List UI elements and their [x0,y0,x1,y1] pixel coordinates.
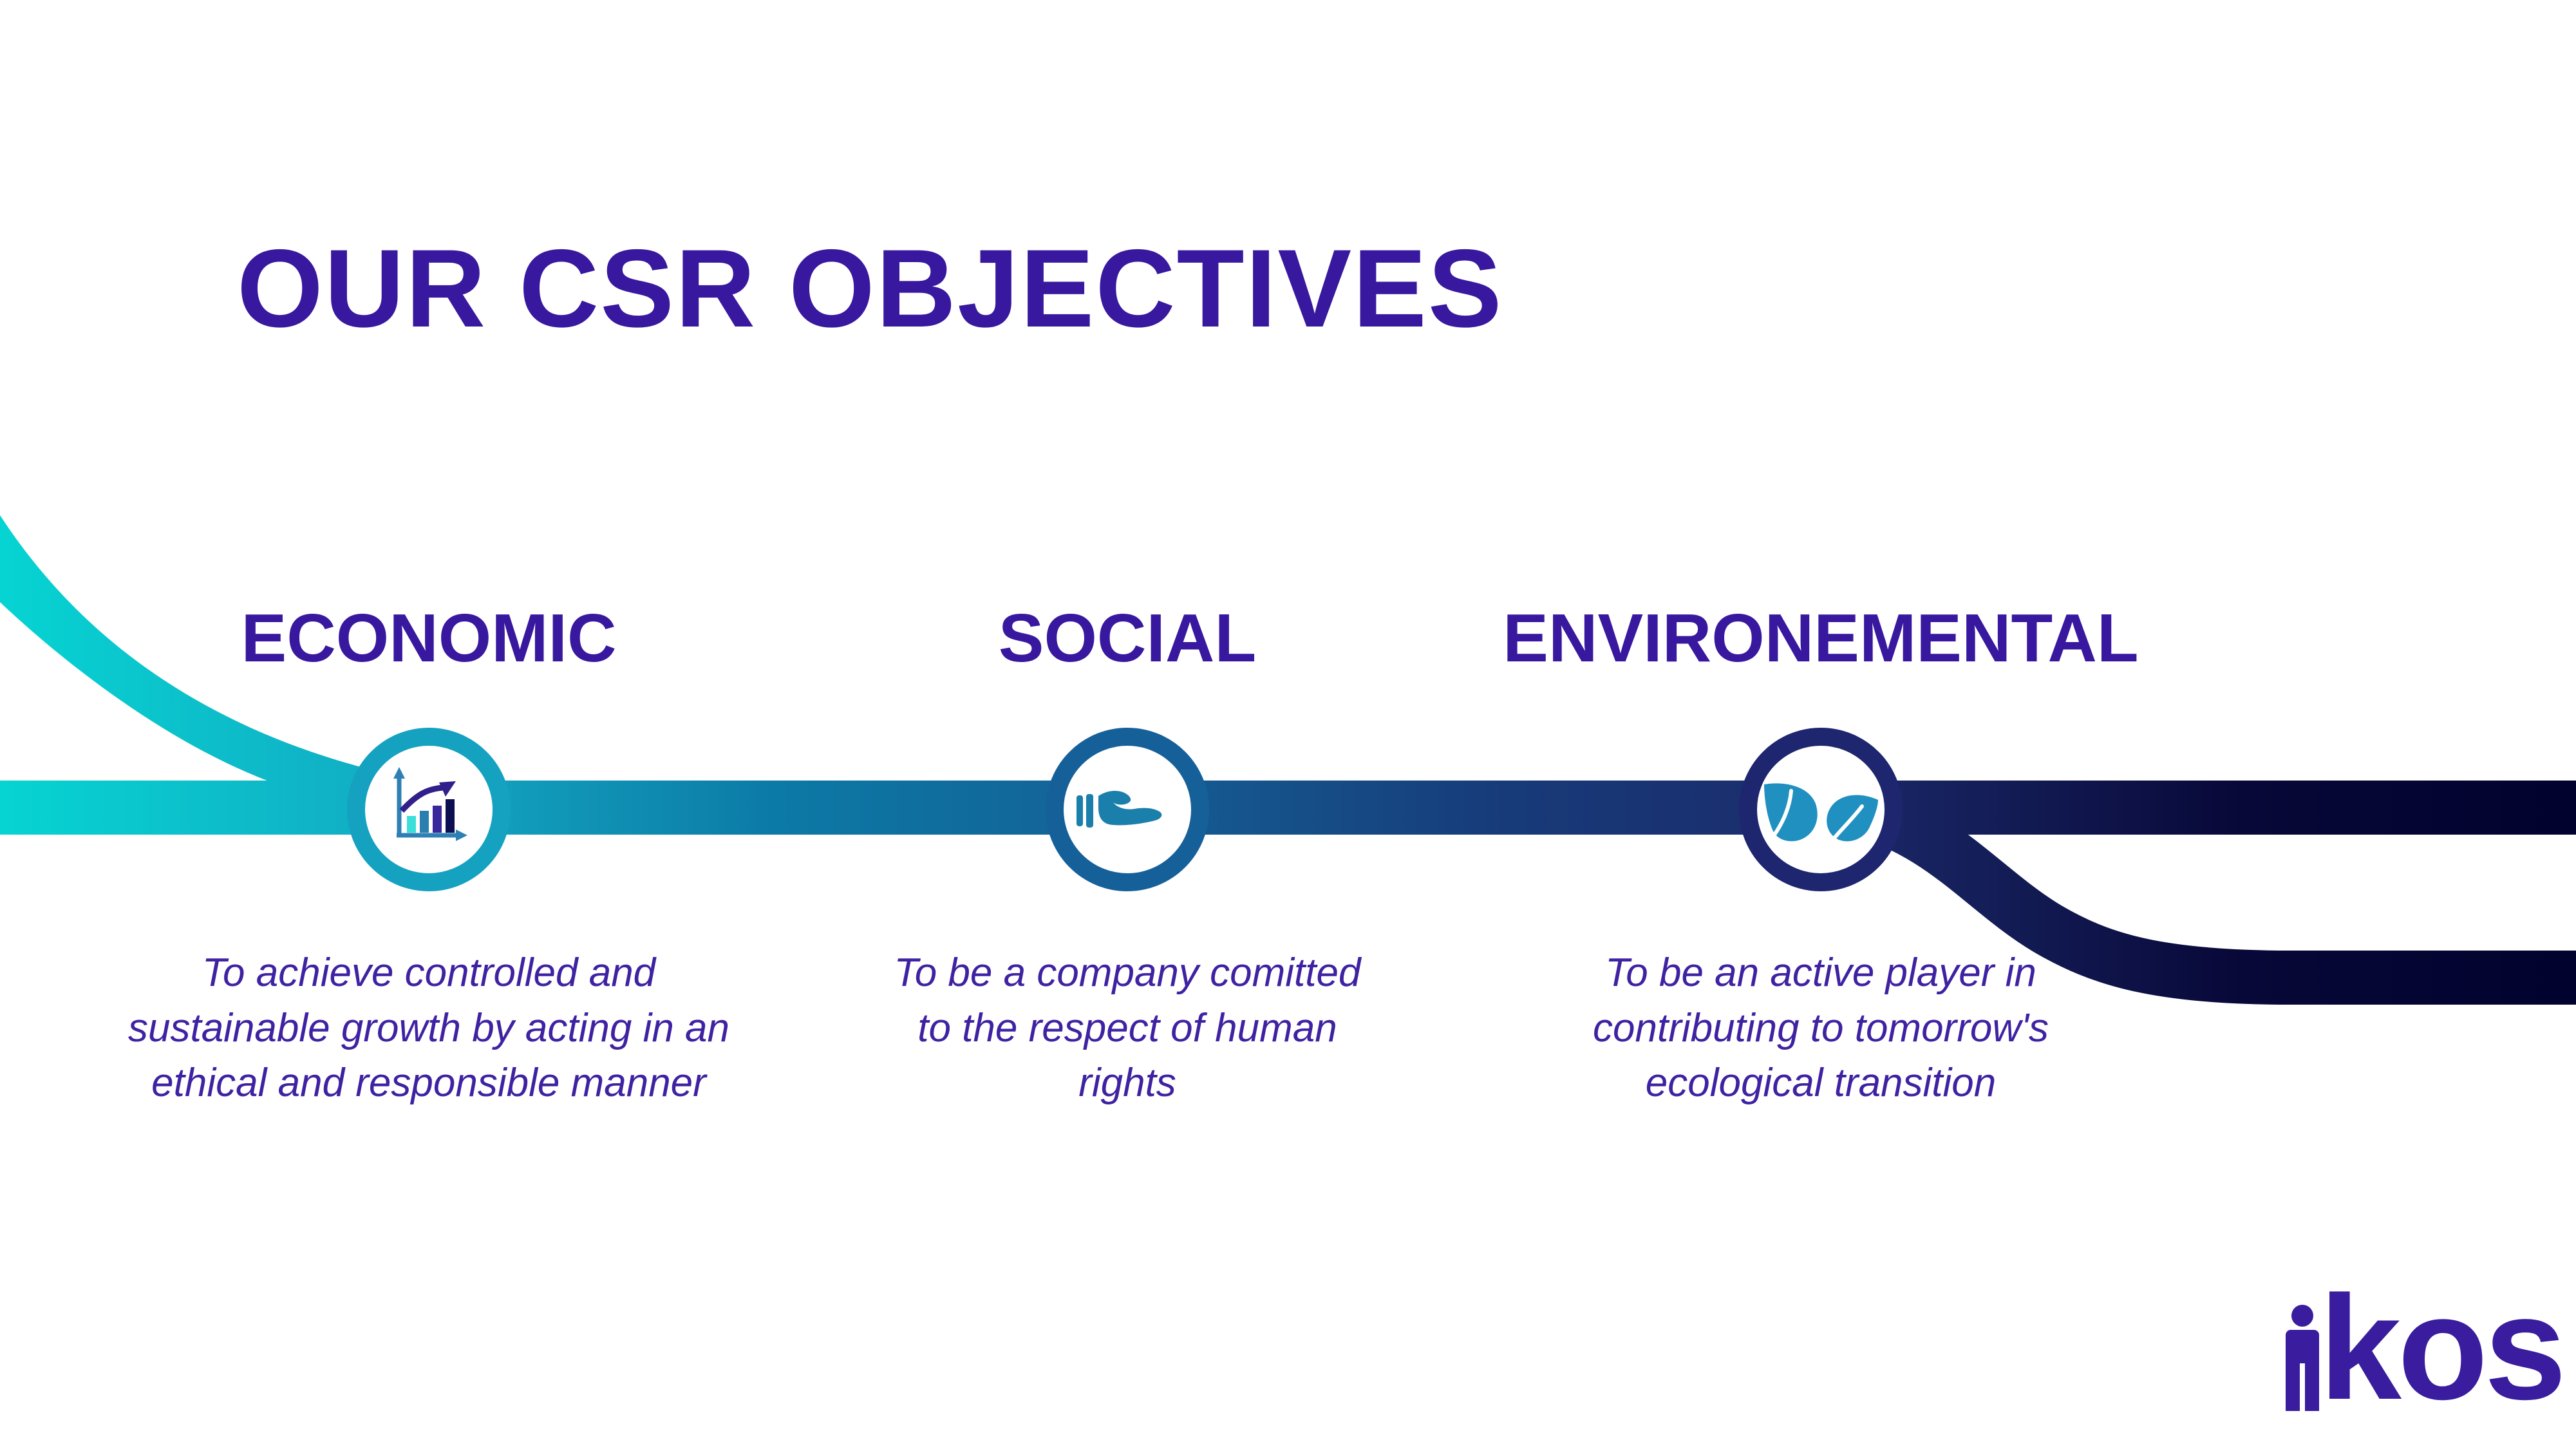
ribbon-fork [1847,781,2576,1005]
person-icon [2286,1305,2319,1411]
description-line: To be an active player in [1605,951,2036,995]
description-line: rights [1078,1061,1176,1106]
leaves-icon [1764,783,1878,842]
giving-hand-icon [1076,791,1162,828]
column-description-environmental: To be an active player in contributing t… [1467,945,2175,1111]
column-heading-environmental: ENVIRONEMENTAL [1503,600,2139,676]
page-title: OUR CSR OBJECTIVES [237,227,1503,350]
ribbon-curve [0,515,425,782]
column-heading-economic: ECONOMIC [241,600,617,676]
ikos-logo: kos [2284,1274,2566,1422]
description-line: To be a company comitted [894,951,1361,995]
logo-text: kos [2319,1265,2566,1430]
description-line: sustainable growth by acting in an [127,1005,730,1050]
environmental-ring-icon [1739,728,1903,891]
description-line: contributing to tomorrow's [1593,1005,2049,1050]
description-line: To achieve controlled and [202,951,656,995]
description-line: ethical and responsible manner [151,1061,706,1106]
column-description-economic: To achieve controlled and sustainable gr… [75,945,783,1111]
description-line: to the respect of human [917,1005,1337,1050]
column-description-social: To be a company comitted to the respect … [773,945,1481,1111]
column-heading-social: SOCIAL [998,600,1257,676]
bar-chart-growth-icon [393,767,467,841]
economic-ring-icon [347,728,511,891]
description-line: ecological transition [1645,1061,1997,1106]
